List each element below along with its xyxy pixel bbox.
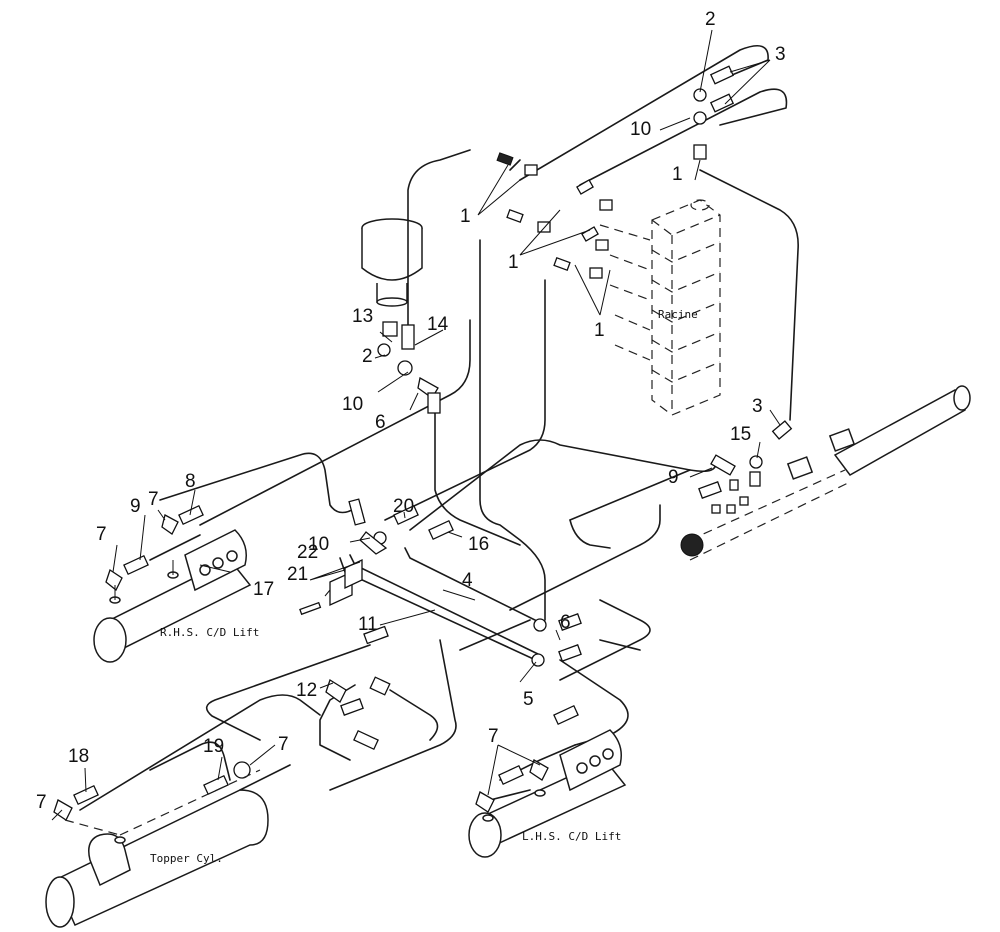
callout-4: 4 — [462, 570, 473, 591]
callout-18: 18 — [68, 746, 89, 767]
callout-22: 22 — [297, 542, 318, 563]
callout-7b: 7 — [148, 489, 159, 510]
callout-20: 20 — [393, 496, 414, 517]
callout-3b: 3 — [752, 396, 763, 417]
label-lhs-lift: L.H.S. C/D Lift — [522, 830, 621, 843]
callout-13: 13 — [352, 306, 373, 327]
callout-numbers: 1 1 1 1 2 2 3 3 4 5 6 6 7 7 7 7 7 8 9 9 … — [36, 9, 786, 813]
callout-15: 15 — [730, 424, 751, 445]
callout-10a: 10 — [630, 119, 651, 140]
callout-6b: 6 — [560, 612, 571, 633]
callout-21: 21 — [287, 564, 308, 585]
racine-valve-block — [599, 199, 721, 416]
callout-3a: 3 — [775, 44, 786, 65]
hose-lines — [79, 44, 799, 811]
callout-1b: 1 — [508, 252, 519, 273]
callout-7c: 7 — [36, 792, 47, 813]
callout-6a: 6 — [375, 412, 386, 433]
lhs-lift-cylinder — [468, 729, 627, 858]
label-topper: Topper Cyl. — [150, 852, 223, 865]
callout-10b: 10 — [342, 394, 363, 415]
label-rhs-lift: R.H.S. C/D Lift — [160, 626, 259, 639]
callout-5: 5 — [523, 689, 534, 710]
rhs-lift-cylinder — [93, 529, 252, 663]
callout-11: 11 — [358, 614, 378, 635]
fittings — [53, 65, 793, 821]
hydraulic-shaft-right — [680, 385, 971, 561]
callout-19: 19 — [203, 736, 224, 757]
callout-2b: 2 — [362, 346, 373, 367]
callout-2a: 2 — [705, 9, 716, 30]
callout-17: 17 — [253, 579, 274, 600]
callout-14: 14 — [427, 314, 449, 335]
topper-cylinder — [45, 769, 269, 928]
callout-1d: 1 — [672, 164, 683, 185]
callout-16: 16 — [468, 534, 489, 555]
component-labels: Racine R.H.S. C/D Lift L.H.S. C/D Lift T… — [150, 308, 698, 865]
callout-9b: 9 — [668, 467, 679, 488]
callout-1a: 1 — [460, 206, 471, 227]
callout-10c: 10 — [308, 534, 329, 555]
callout-12: 12 — [296, 680, 317, 701]
label-racine: Racine — [658, 308, 698, 321]
callout-7d: 7 — [278, 734, 289, 755]
callout-7a: 7 — [96, 524, 107, 545]
callout-8: 8 — [185, 471, 196, 492]
accumulator — [361, 218, 423, 307]
callout-9a: 9 — [130, 496, 141, 517]
callout-7e: 7 — [488, 726, 499, 747]
callout-leaders — [51, 29, 781, 821]
callout-1c: 1 — [594, 320, 605, 341]
